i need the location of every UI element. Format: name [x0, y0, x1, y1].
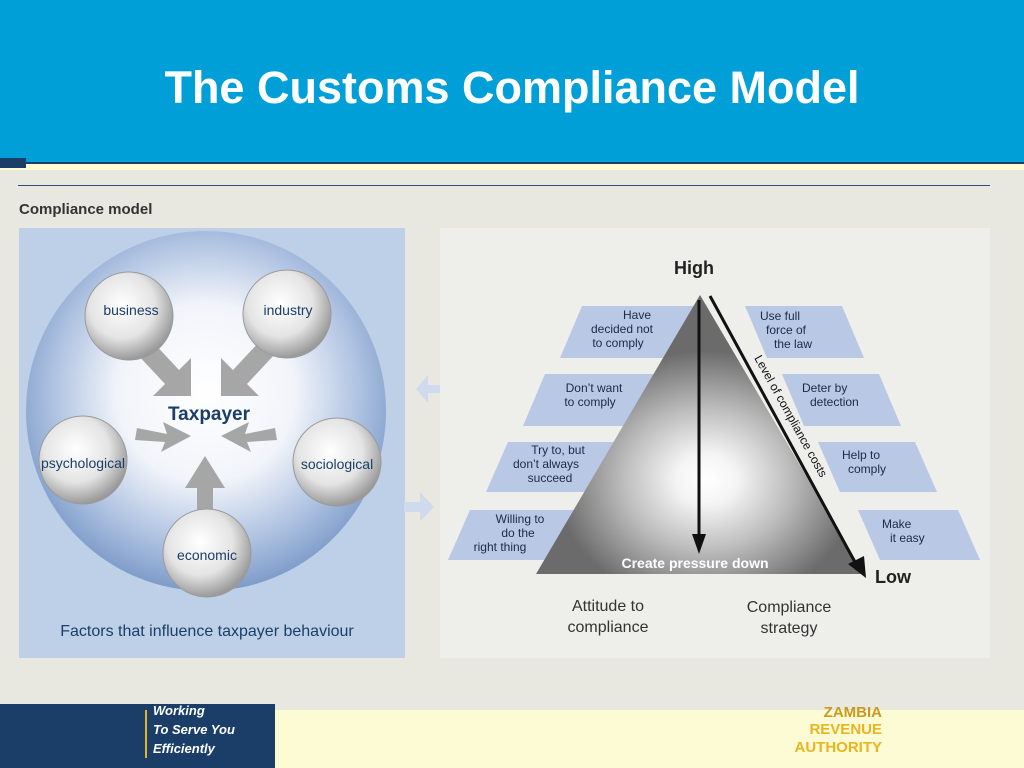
attitude-boxes	[448, 306, 702, 560]
factor-sociological: sociological	[292, 417, 382, 507]
factor-label: industry	[263, 302, 312, 318]
strategy-text: comply	[848, 462, 886, 476]
column-left-label: compliance	[568, 619, 649, 636]
logo-line-revenue: REVENUE	[809, 721, 882, 738]
attitude-text: to comply	[564, 395, 615, 409]
attitude-text: do the	[501, 526, 535, 540]
column-right-label: strategy	[761, 620, 818, 637]
header-corner-accent	[0, 158, 26, 168]
compliance-model-figure: Compliance model	[0, 170, 1024, 710]
factor-label: psychological	[41, 455, 125, 471]
factor-economic: economic	[162, 508, 252, 598]
strategy-box	[782, 374, 901, 426]
column-left-label: Attitude to	[572, 598, 644, 615]
strategy-text: Deter by	[802, 381, 847, 395]
slogan-line: To Serve You	[153, 722, 235, 737]
slide-header: The Customs Compliance Model	[0, 0, 1024, 164]
compliance-pyramid-panel: High Low Level of compliance costs Creat…	[440, 228, 990, 658]
attitude-text: right thing	[474, 540, 527, 554]
factor-business: business	[84, 271, 174, 361]
factor-label: business	[103, 302, 158, 318]
panel-connector-arrows	[404, 375, 440, 520]
factor-psychological: psychological	[38, 415, 128, 505]
slogan-line: Working	[153, 703, 205, 718]
strategy-text: the law	[774, 337, 812, 351]
logo-line-authority: AUTHORITY	[794, 739, 883, 756]
figure-title: Compliance model	[19, 201, 153, 218]
attitude-text: Willing to	[496, 512, 545, 526]
attitude-text: Don’t want	[566, 381, 623, 395]
strategy-text: Help to	[842, 448, 880, 462]
logo-line-zambia: ZAMBIA	[823, 704, 882, 721]
attitude-box	[523, 374, 665, 426]
slogan-line: Efficiently	[153, 741, 215, 756]
base-label: Create pressure down	[621, 555, 768, 571]
factor-industry: industry	[242, 269, 332, 359]
cost-arrow	[708, 295, 858, 565]
attitude-text: succeed	[528, 471, 573, 485]
strategy-text: Make	[882, 517, 912, 531]
factors-diagram: Taxpayer business industry psychological…	[26, 231, 386, 640]
factor-label: economic	[177, 547, 237, 563]
attitude-text: Try to, but	[531, 443, 585, 457]
compliance-pyramid: High Low Level of compliance costs Creat…	[448, 258, 980, 637]
strategy-boxes	[745, 306, 980, 560]
attitude-text: to comply	[592, 336, 643, 350]
high-label: High	[674, 258, 714, 278]
factors-caption: Factors that influence taxpayer behaviou…	[60, 623, 354, 640]
strategy-box	[858, 510, 980, 560]
taxpayer-label: Taxpayer	[168, 404, 251, 425]
attitude-box	[560, 306, 702, 358]
pressure-arrowhead	[692, 534, 706, 554]
strategy-box	[745, 306, 864, 358]
strategy-box	[818, 442, 937, 492]
column-right-label: Compliance	[747, 599, 832, 616]
cost-arrowhead	[848, 556, 866, 578]
figure-top-rule	[18, 185, 990, 186]
strategy-text: force of	[766, 323, 807, 337]
slide-title: The Customs Compliance Model	[164, 62, 860, 113]
strategy-text: detection	[810, 395, 859, 409]
attitude-text: decided not	[591, 322, 654, 336]
zra-logo-strip	[0, 704, 275, 768]
attitude-text: Have	[623, 308, 651, 322]
strategy-text: Use full	[760, 309, 800, 323]
factors-panel: Taxpayer business industry psychological…	[19, 228, 405, 658]
factor-label: sociological	[301, 456, 373, 472]
low-label: Low	[875, 567, 912, 587]
strategy-text: it easy	[890, 531, 925, 545]
attitude-text: don’t always	[513, 457, 579, 471]
logo-divider	[145, 710, 147, 758]
